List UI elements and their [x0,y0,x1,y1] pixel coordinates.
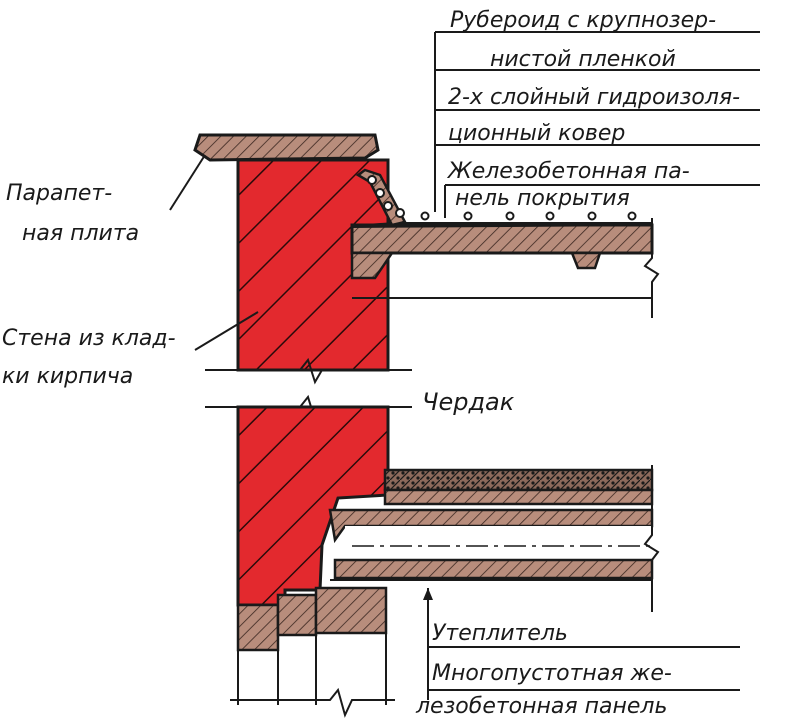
labels: Рубероид с крупнозер- нистой пленкой 2-х… [2,8,740,719]
roofing-membrane [352,222,652,228]
parapet-slab [193,133,380,162]
roof-panel-slab [350,223,654,255]
label-hollowpanel-2: лезобетонная панель [415,694,667,719]
break-line-lower-right [643,465,660,612]
insulation-layer-2 [383,488,654,506]
label-wall-2: ки кирпича [2,364,133,389]
gravel-dots [367,175,637,221]
label-insulation: Утеплитель [432,621,568,646]
break-line-upper-right [643,218,660,318]
break-line-upper-wall [205,357,412,385]
label-waterproof-2: ционный ковер [448,121,625,146]
label-wall-1: Стена из клад- [2,326,176,351]
hollow-panel-bottom [333,558,654,580]
label-waterproof-1: 2-х слойный гидроизоля- [448,85,740,110]
roof-panel-rib [350,251,395,280]
lower-wall-group [205,394,660,718]
label-attic: Чердак [422,388,515,416]
hollow-panel-void [345,526,652,565]
label-roofing-1: Рубероид с крупнозер- [450,8,716,33]
label-hollowpanel-1: Многопустотная же- [432,661,672,686]
lintel-block-2 [276,593,318,637]
label-parapet-1: Парапет- [6,181,112,206]
lintel-block-3 [314,586,388,635]
lintel-block-1 [236,603,280,652]
label-roofpanel-1: Железобетонная па- [446,159,690,184]
label-roofpanel-2: нель покрытия [455,186,630,211]
upper-wall-group [193,133,660,385]
insulation-arrow [423,588,433,600]
label-parapet-2: ная плита [22,221,139,246]
insulation-layer [383,468,654,492]
leader-lines [169,31,760,700]
label-roofing-2: нистой пленкой [490,47,676,72]
roof-panel-rib-right [570,251,602,270]
